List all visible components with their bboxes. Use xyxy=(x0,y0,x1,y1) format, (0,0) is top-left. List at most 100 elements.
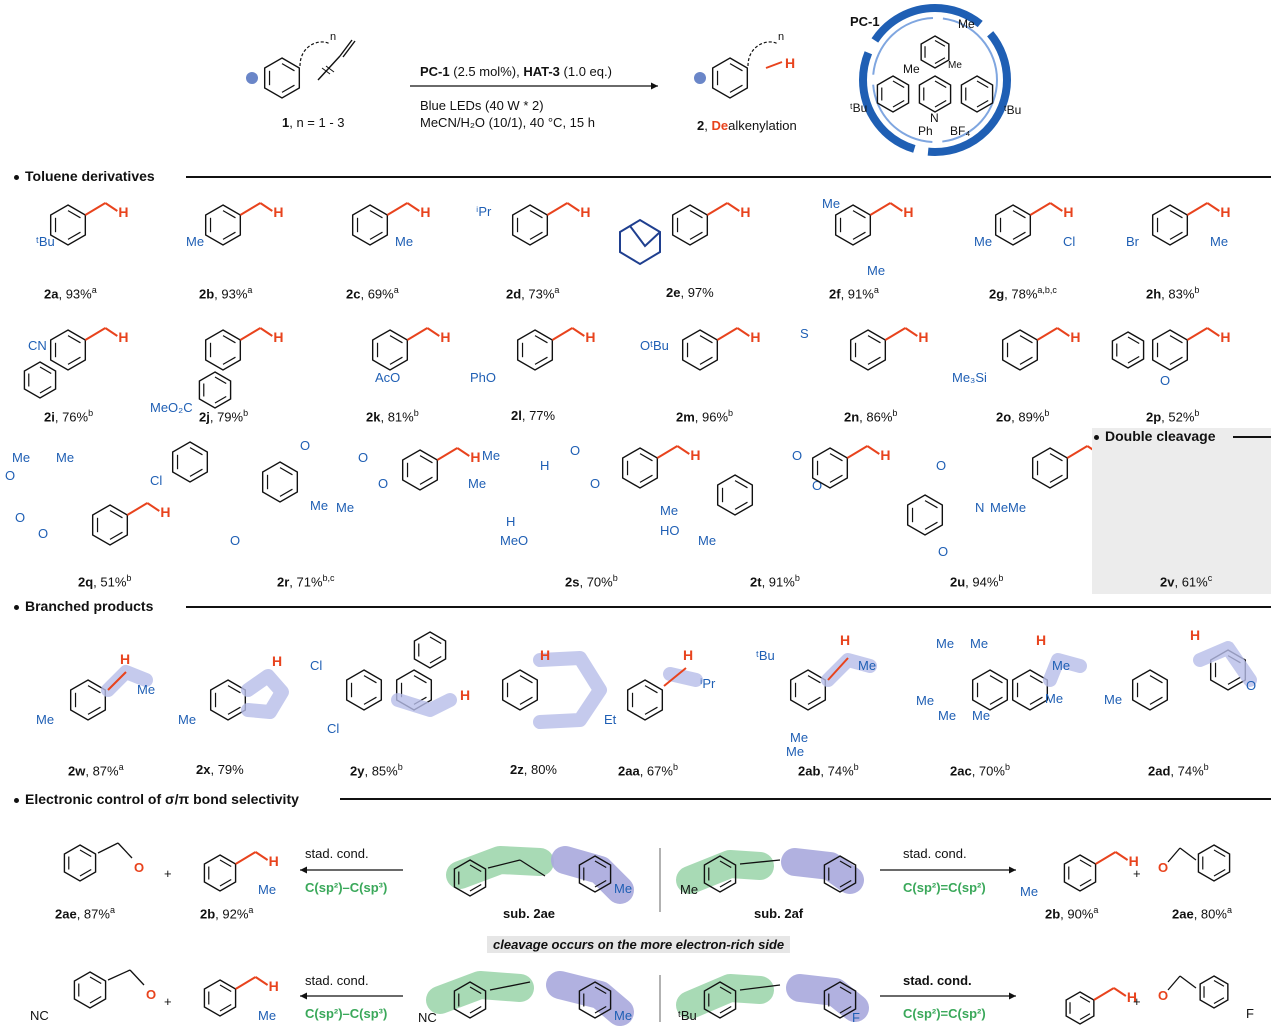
double-bond xyxy=(839,986,852,995)
highlight xyxy=(663,667,703,687)
compound-yield: 2c, 69%a xyxy=(346,285,399,302)
hydrogen-label: H xyxy=(740,204,750,220)
atom-label: O xyxy=(812,478,822,493)
double-bond xyxy=(644,685,658,694)
atom-label: Me xyxy=(858,658,876,673)
hydrogen-label: H xyxy=(1220,329,1230,345)
double-bond xyxy=(1213,849,1226,858)
double-bond xyxy=(976,80,989,89)
red-bond xyxy=(235,851,257,865)
hydrogen-label: H xyxy=(440,329,450,345)
double-bond xyxy=(1227,676,1241,685)
benzene-ring xyxy=(703,855,737,893)
hydrogen-label: H xyxy=(269,853,279,869)
bond xyxy=(1179,975,1197,989)
purple-highlight xyxy=(781,848,864,894)
double-bond xyxy=(924,500,938,509)
highlight xyxy=(1193,641,1257,687)
double-bond xyxy=(734,480,748,489)
atom-label: Me xyxy=(186,234,204,249)
bond xyxy=(342,40,356,58)
bond xyxy=(325,65,335,73)
compound-yield: 2t, 91%b xyxy=(750,573,800,590)
atom-label: ⁱPr xyxy=(700,676,716,691)
red-bond xyxy=(827,657,849,681)
double-bond xyxy=(1213,997,1225,1005)
compound-yield: 2x, 79% xyxy=(196,762,244,777)
bond xyxy=(1179,847,1197,861)
cond-label-2: stad. cond. xyxy=(903,846,967,861)
atom-label: Br xyxy=(1126,234,1140,249)
red-bond xyxy=(706,202,728,216)
red-bond xyxy=(1056,327,1070,337)
double-bond xyxy=(189,468,203,477)
atom-label: n xyxy=(330,31,336,43)
atom-label: O xyxy=(358,450,368,465)
double-bond xyxy=(419,455,433,464)
double-bond xyxy=(39,366,52,375)
hydrogen-label: H xyxy=(750,329,760,345)
compound-yield: 2aa, 67%b xyxy=(618,762,678,779)
atom-label: Me xyxy=(1052,658,1070,673)
double-bond xyxy=(829,474,843,483)
section-rule xyxy=(186,176,1271,178)
compound-yield: 2ac, 70%b xyxy=(950,762,1010,779)
double-bond xyxy=(1079,995,1091,1003)
red-bond xyxy=(386,202,408,216)
double-bond xyxy=(852,210,866,219)
double-bond xyxy=(281,63,295,72)
benzene-ring xyxy=(171,441,209,483)
atom-label: O xyxy=(1158,988,1168,1003)
hydrogen-label: H xyxy=(918,329,928,345)
compound-yield: 2k, 81%b xyxy=(366,408,419,425)
double-bond xyxy=(729,84,743,93)
double-bond xyxy=(109,510,123,519)
atom-label: Cl xyxy=(310,658,322,673)
atom-label: CN xyxy=(28,338,47,353)
atom-label: O xyxy=(936,458,946,473)
atom-label: Me xyxy=(698,533,716,548)
double-bond xyxy=(89,976,102,985)
atom-label: Me₃Si xyxy=(952,370,987,385)
double-bond xyxy=(839,879,852,888)
red-bond xyxy=(436,447,458,461)
double-bond xyxy=(734,501,748,510)
compound-yield: 2w, 87%a xyxy=(68,762,124,779)
atom-label: ᵗBu xyxy=(678,1008,697,1023)
adamantyl-cage xyxy=(619,218,661,266)
conditions-line-2: MeCN/H₂O (10/1), 40 °C, 15 h xyxy=(420,115,595,130)
product-label: 2, Dealkenylation xyxy=(697,118,797,133)
double-bond xyxy=(67,231,81,240)
red-bond xyxy=(904,327,918,337)
section-rule xyxy=(186,606,1271,608)
double-bond xyxy=(279,467,293,476)
double-bond xyxy=(689,210,703,219)
substrate-label-2: sub. 2af xyxy=(754,906,804,921)
highlight xyxy=(241,669,289,719)
purple-highlight xyxy=(786,974,869,1022)
section-double-cleavage: Double cleavage xyxy=(1094,428,1216,444)
bond-label-1: C(sp²)–C(sp³) xyxy=(305,880,388,895)
double-bond xyxy=(219,859,232,868)
hydrogen-label: H xyxy=(540,647,550,663)
red-bond xyxy=(235,976,257,990)
benzene-ring xyxy=(501,669,539,711)
atom-label: Me xyxy=(822,196,840,211)
benzene-ring xyxy=(261,461,299,503)
hydrogen-label: H xyxy=(1127,989,1137,1005)
compound-yield: 2j, 79%b xyxy=(199,408,249,425)
atom-label: Me xyxy=(137,682,155,697)
hydrogen-label: H xyxy=(690,447,700,463)
double-bond xyxy=(87,685,101,694)
acridinium-ring xyxy=(918,75,952,113)
double-bond xyxy=(1149,696,1163,705)
benzene-ring xyxy=(23,361,57,399)
double-bond xyxy=(1127,355,1140,364)
double-bond xyxy=(469,883,482,892)
double-bond xyxy=(363,675,377,684)
atom-label: Me xyxy=(790,730,808,745)
cond-label-4: stad. cond. xyxy=(903,973,972,988)
atom-label: O xyxy=(134,860,144,875)
double-bond xyxy=(639,474,653,483)
